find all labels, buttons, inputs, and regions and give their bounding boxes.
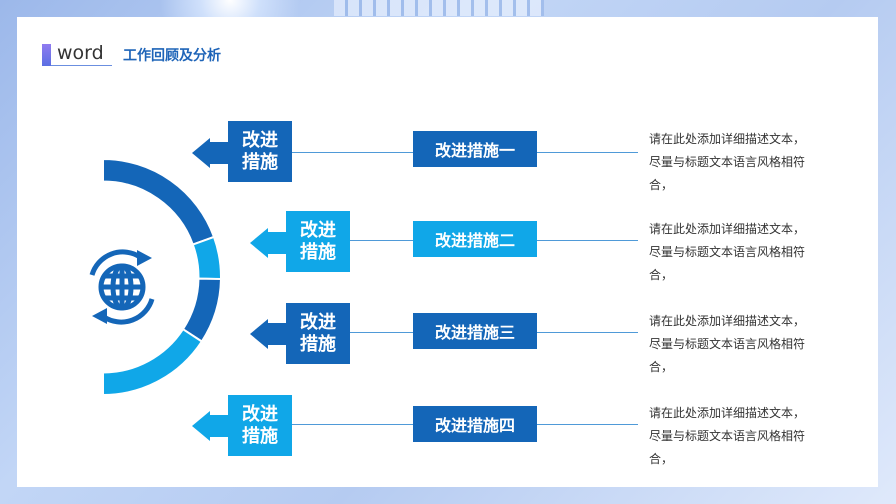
arrow-head-3 xyxy=(250,319,268,349)
arrow-head-4 xyxy=(192,411,210,441)
section-badge: word xyxy=(42,42,112,66)
description-4: 请在此处添加详细描述文本，尽量与标题文本语言风格相符合， xyxy=(649,406,806,466)
connector-right-1 xyxy=(537,152,638,153)
connector-left-1 xyxy=(292,152,413,153)
measure-arrow-3 xyxy=(268,323,286,345)
connector-right-3 xyxy=(537,332,638,333)
keyboard-decoration xyxy=(334,0,544,16)
measure-arrow-label-3: 改进 措施 xyxy=(286,303,350,364)
arrow-head-2 xyxy=(250,228,268,258)
connector-right-4 xyxy=(537,424,638,425)
measure-arrow-label-1: 改进 措施 xyxy=(228,121,292,182)
connector-left-3 xyxy=(350,332,413,333)
ring-segment-4 xyxy=(102,327,204,397)
connector-left-2 xyxy=(350,240,413,241)
badge-underline xyxy=(51,65,112,66)
connector-left-4 xyxy=(292,424,413,425)
ring-segment-2 xyxy=(191,235,222,281)
badge-text: word xyxy=(57,42,104,64)
globe-arrowhead-top xyxy=(137,250,152,266)
arrow-head-1 xyxy=(192,138,210,168)
connector-right-2 xyxy=(537,240,638,241)
ring-segment-1 xyxy=(102,157,216,246)
page-title: 工作回顾及分析 xyxy=(123,48,221,64)
measure-arrow-label-2: 改进 措施 xyxy=(286,211,350,272)
measure-box-3: 改进措施三 xyxy=(413,313,537,349)
globe-arrowhead-bottom xyxy=(92,308,107,324)
description-1: 请在此处添加详细描述文本，尽量与标题文本语言风格相符合， xyxy=(649,132,806,192)
measure-box-2: 改进措施二 xyxy=(413,221,537,257)
globe-refresh-icon xyxy=(89,249,155,325)
measure-box-4: 改进措施四 xyxy=(413,406,537,442)
measure-box-1: 改进措施一 xyxy=(413,131,537,167)
measure-arrow-label-4: 改进 措施 xyxy=(228,395,292,456)
measure-arrow-2 xyxy=(268,232,286,254)
description-3: 请在此处添加详细描述文本，尽量与标题文本语言风格相符合， xyxy=(649,314,806,374)
description-2: 请在此处添加详细描述文本，尽量与标题文本语言风格相符合， xyxy=(649,222,806,282)
measure-arrow-1 xyxy=(210,142,228,164)
badge-accent-bar xyxy=(42,44,51,66)
measure-arrow-4 xyxy=(210,415,228,437)
